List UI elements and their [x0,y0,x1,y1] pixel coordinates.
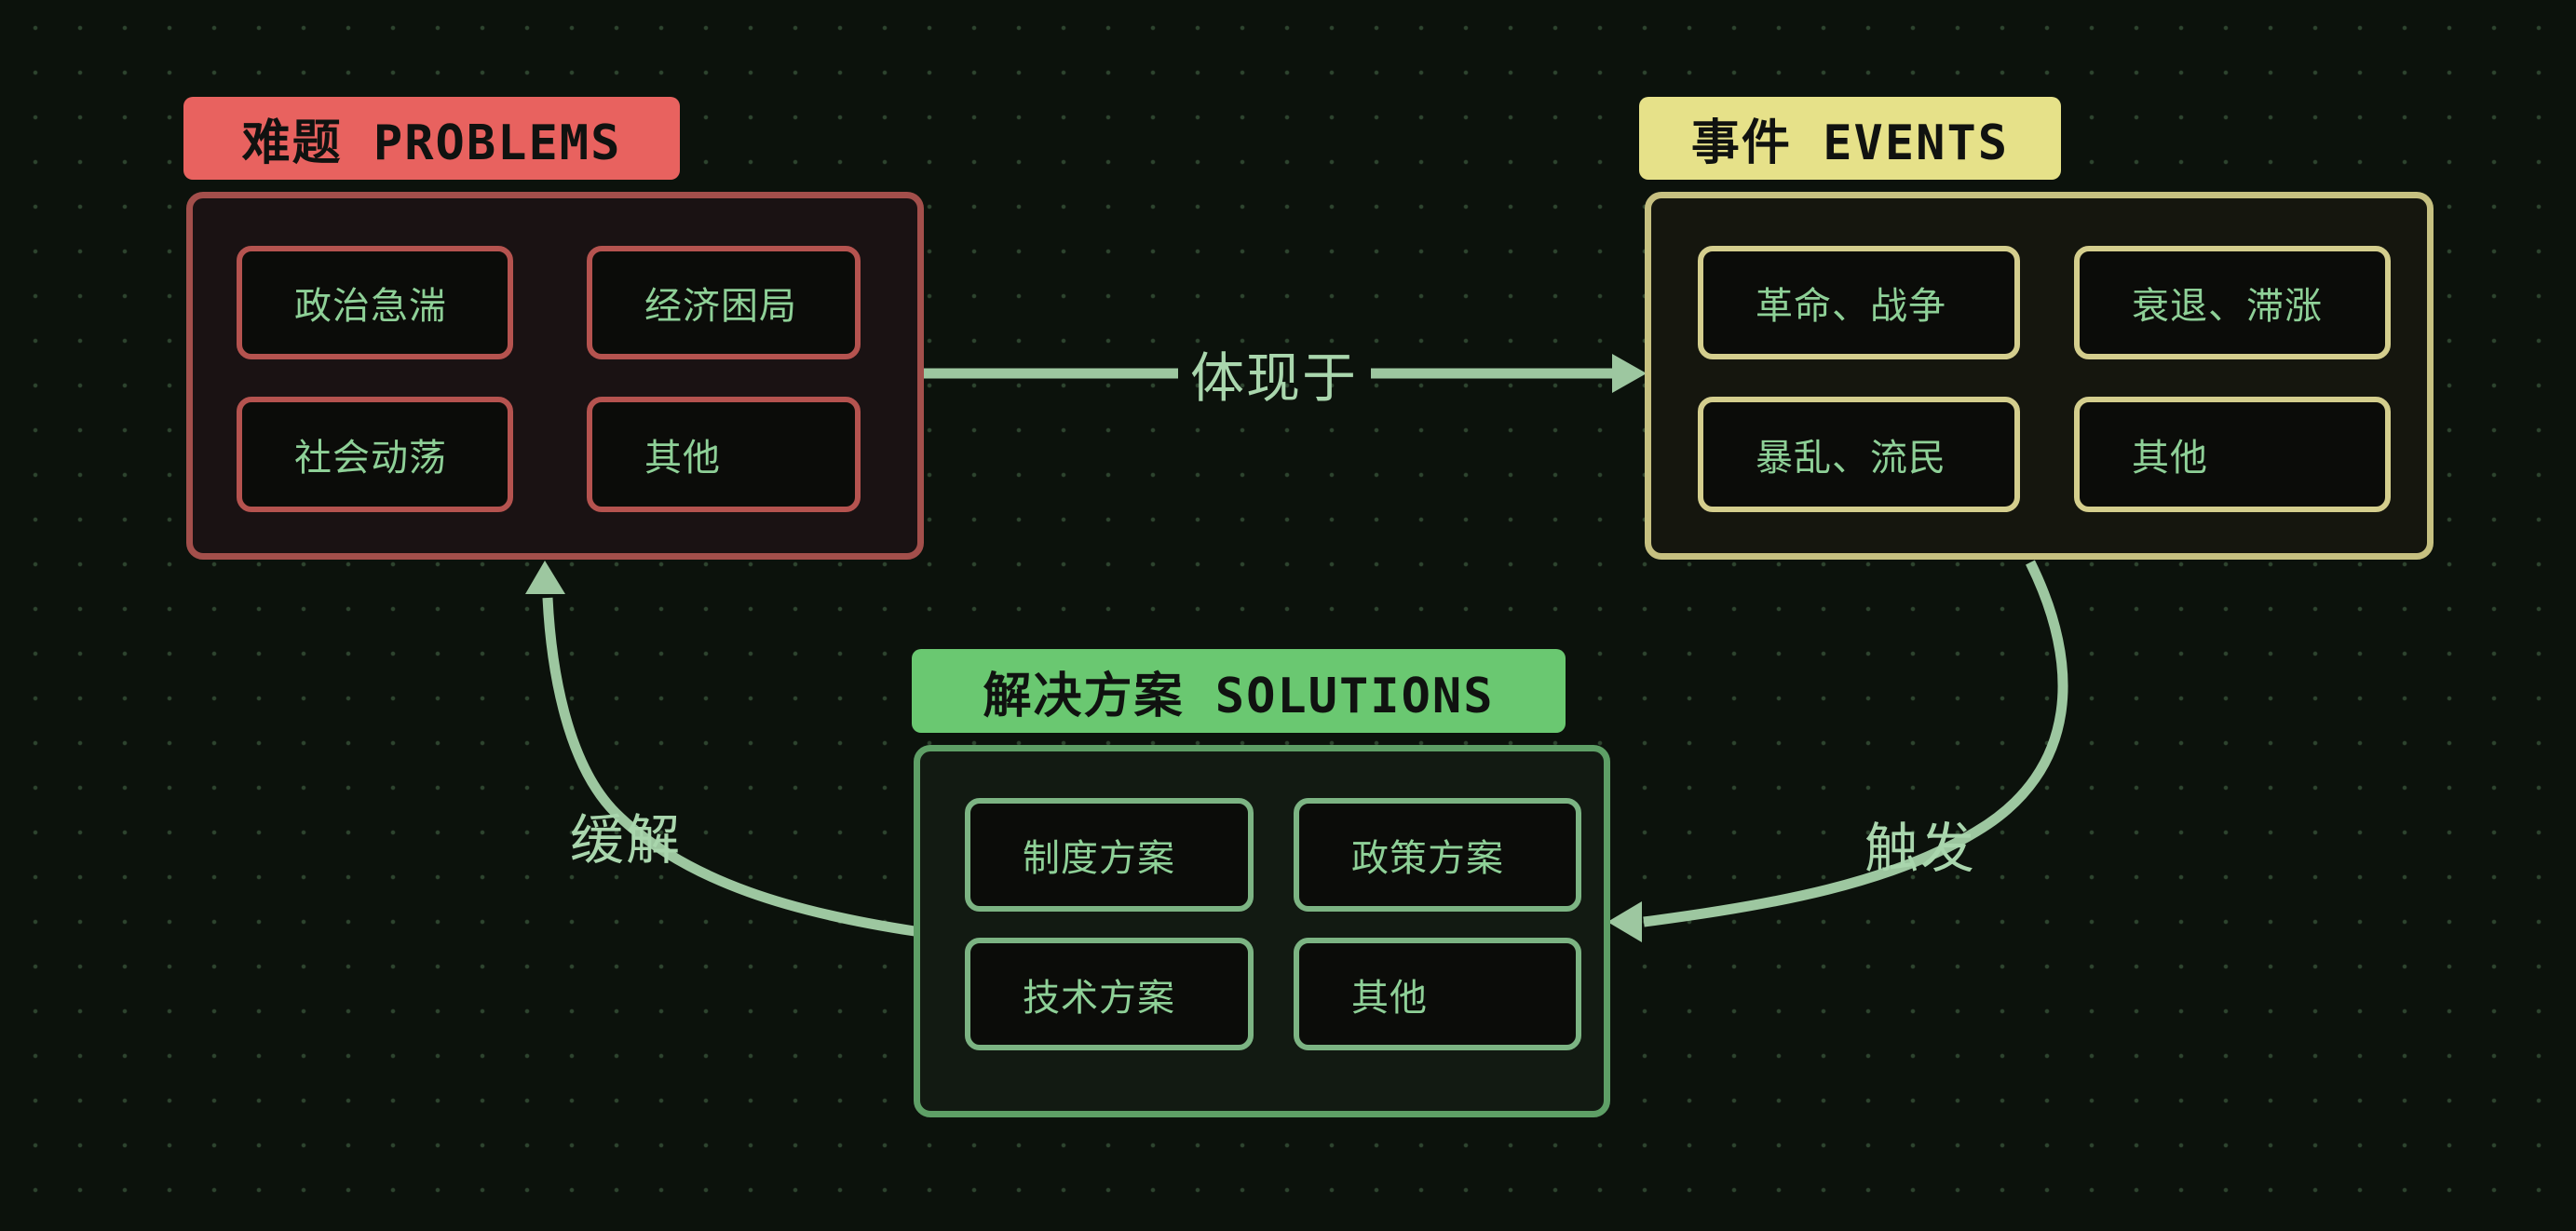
problems-item-other: 其他 [587,397,861,512]
arrowhead-up-icon [525,561,565,594]
problems-item-social: 社会动荡 [237,397,513,512]
events-item-riots-refugees: 暴乱、流民 [1698,397,2020,512]
edge-problems-to-events [924,354,1647,393]
problems-item-political: 政治急湍 [237,246,513,359]
problems-container: 政治急湍 经济困局 社会动荡 其他 [186,192,924,560]
solutions-container: 制度方案 政策方案 技术方案 其他 [914,745,1610,1117]
solutions-item-other: 其他 [1294,938,1581,1050]
solutions-item-institutional: 制度方案 [965,798,1254,912]
events-item-other: 其他 [2074,397,2391,512]
events-container: 革命、战争 衰退、滞涨 暴乱、流民 其他 [1645,192,2434,560]
edge-label-triggers: 触发 [1864,817,1977,880]
edge-label-manifests-in: 体现于 [1189,346,1359,410]
arrowhead-left-icon [1607,901,1642,942]
edge-events-to-solutions [1607,560,2068,942]
solutions-item-technical: 技术方案 [965,938,1254,1050]
problems-title: 难题 PROBLEMS [183,97,680,180]
events-item-revolution-war: 革命、战争 [1698,246,2020,359]
solutions-item-policy: 政策方案 [1294,798,1581,912]
edge-label-alleviates: 缓解 [569,808,683,872]
events-title: 事件 EVENTS [1639,97,2061,180]
arrowhead-right-icon [1612,354,1647,393]
solutions-title: 解决方案 SOLUTIONS [912,649,1566,733]
problems-item-economic: 经济困局 [587,246,861,359]
edge-solutions-to-problems [525,561,915,937]
events-item-recession-stagflation: 衰退、滞涨 [2074,246,2391,359]
